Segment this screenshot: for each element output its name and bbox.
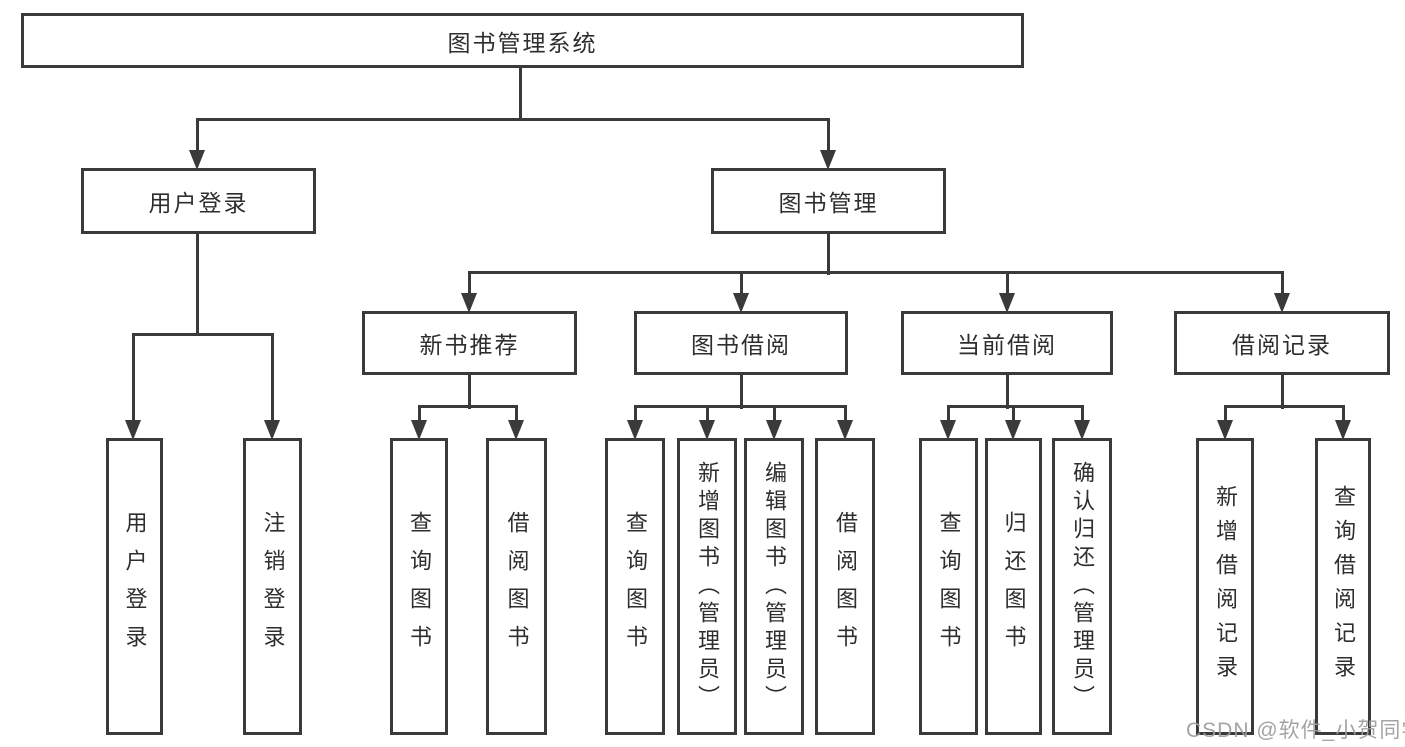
arrow-down-icon [189,150,205,170]
arrow-down-icon [627,420,643,440]
connector-line [1081,406,1084,420]
leaf-query-books-current: 查询图书 [919,438,978,735]
connector-line [468,373,471,409]
arrow-down-icon [820,150,836,170]
arrow-down-icon [1274,293,1290,313]
leaf-query-books-borrow: 查询图书 [605,438,665,735]
arrow-down-icon [508,420,524,440]
connector-line [827,232,830,275]
node-label: 借阅记录 [1232,332,1332,358]
node-label: 图书管理 [778,190,879,216]
node-label: 归还图书 [1001,510,1027,663]
arrow-down-icon [1005,420,1021,440]
node-label: 确认归还（管理员） [1070,460,1095,713]
arrow-down-icon [1074,420,1090,440]
arrow-down-icon [125,420,141,440]
arrow-down-icon [766,420,782,440]
node-label: 用户登录 [122,510,148,663]
arrow-down-icon [999,293,1015,313]
connector-line [1012,406,1015,420]
connector-line [634,406,637,420]
connector-line [271,334,274,420]
node-current-borrowing: 当前借阅 [901,311,1113,375]
leaf-confirm-return-admin: 确认归还（管理员） [1052,438,1112,735]
node-label: 借阅图书 [833,510,858,663]
connector-line [1281,373,1284,409]
connector-line [468,271,1284,274]
node-label: 查询图书 [936,510,962,663]
connector-line [519,66,522,121]
connector-line [740,272,743,293]
node-label: 新增借阅记录 [1213,484,1238,689]
leaf-borrow-books-recommend: 借阅图书 [486,438,547,735]
connector-line [827,119,830,150]
connector-line [418,406,421,420]
leaf-add-books-admin: 新增图书（管理员） [677,438,737,735]
leaf-return-books: 归还图书 [985,438,1042,735]
connector-line [468,272,471,293]
connector-line [132,333,274,336]
node-book-management: 图书管理 [711,168,946,234]
node-label: 编辑图书（管理员） [762,460,787,713]
arrow-down-icon [699,420,715,440]
connector-line [418,405,518,408]
node-label: 新增图书（管理员） [695,460,720,713]
connector-line [947,406,950,420]
connector-line [1342,406,1345,420]
node-new-book-recommendation: 新书推荐 [362,311,577,375]
node-borrowing-records: 借阅记录 [1174,311,1390,375]
connector-line [1224,405,1345,408]
connector-line [515,406,518,420]
connector-line [196,119,199,150]
arrow-down-icon [461,293,477,313]
connector-line [947,405,1084,408]
leaf-user-login: 用户登录 [106,438,163,735]
node-book-borrowing: 图书借阅 [634,311,848,375]
connector-line [1224,406,1227,420]
leaf-borrow-books: 借阅图书 [815,438,875,735]
connector-line [740,373,743,409]
node-label: 图书管理系统 [447,29,598,56]
connector-line [196,118,830,121]
node-label: 查询图书 [623,510,648,663]
arrow-down-icon [1217,420,1233,440]
arrow-down-icon [411,420,427,440]
connector-line [844,406,847,420]
arrow-down-icon [940,420,956,440]
node-label: 用户登录 [148,190,249,216]
arrow-down-icon [264,420,280,440]
node-label: 新书推荐 [419,332,520,358]
leaf-edit-books-admin: 编辑图书（管理员） [744,438,804,735]
connector-line [1006,272,1009,293]
connector-line [1006,373,1009,409]
connector-line [634,405,847,408]
connector-line [132,334,135,420]
arrow-down-icon [837,420,853,440]
node-library-management-system: 图书管理系统 [21,13,1024,68]
node-label: 图书借阅 [691,332,791,358]
node-label: 当前借阅 [957,332,1057,358]
node-label: 查询借阅记录 [1331,484,1356,689]
leaf-add-borrow-record: 新增借阅记录 [1196,438,1254,735]
arrow-down-icon [1335,420,1351,440]
leaf-logout: 注销登录 [243,438,302,735]
connector-line [1281,272,1284,293]
node-label: 注销登录 [260,510,286,663]
node-label: 借阅图书 [504,510,530,663]
node-label: 查询图书 [407,510,432,663]
leaf-query-books-recommend: 查询图书 [390,438,448,735]
connector-line [773,406,776,420]
watermark: CSDN @软件_小贺同学 [1186,719,1405,742]
connector-line [196,232,199,336]
arrow-down-icon [733,293,749,313]
leaf-query-borrow-record: 查询借阅记录 [1315,438,1371,735]
connector-line [706,406,709,420]
node-user-login: 用户登录 [81,168,316,234]
